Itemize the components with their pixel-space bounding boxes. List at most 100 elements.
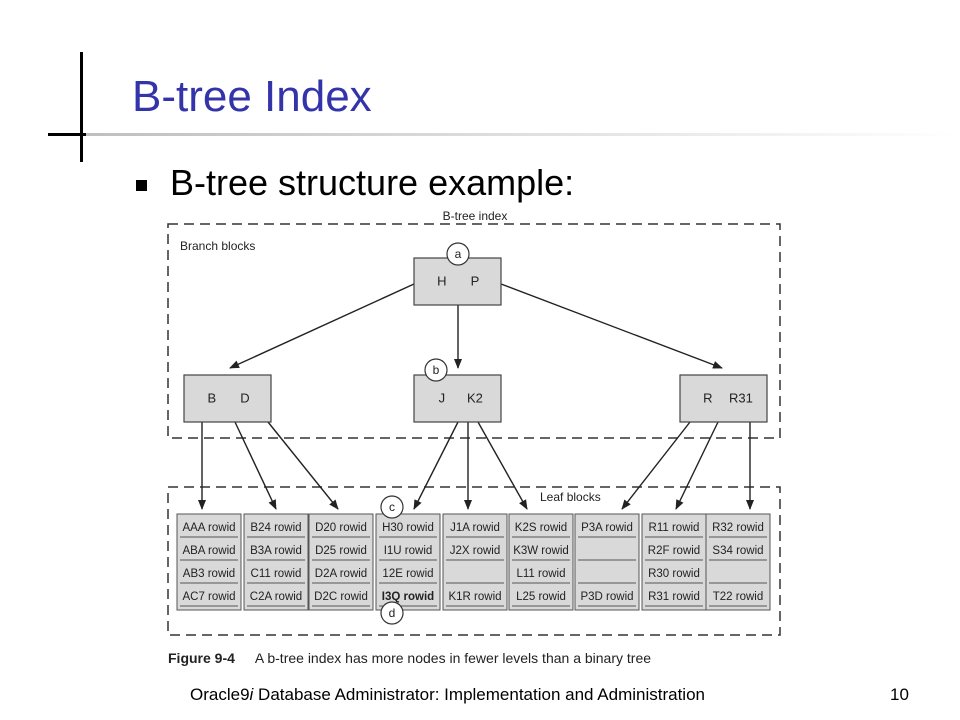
leaf-block-7-box [574, 513, 640, 611]
pointer-arrow [675, 421, 719, 510]
leaf-cell: T22 rowid [713, 591, 764, 603]
marker-b-label: b [433, 363, 440, 377]
leaf-cell: K2S rowid [515, 522, 567, 534]
root-node-key-1: H [437, 274, 446, 289]
marker-c-label: c [389, 500, 395, 514]
leaf-cell: R11 rowid [649, 522, 700, 534]
leaf-block-1-box [176, 513, 242, 611]
footer-prefix: Oracle9 [190, 685, 250, 704]
leaf-cell: C11 rowid [251, 568, 302, 580]
pointer-arrow [267, 421, 339, 510]
title-underline [86, 133, 960, 136]
bullet-text: B-tree structure example: [170, 162, 575, 203]
marker-c-circle [380, 495, 404, 519]
pointer-arrow [229, 283, 415, 369]
figure-heading: B-tree index [443, 209, 508, 223]
marker-a-label: a [455, 247, 462, 261]
figure-caption: Figure 9-4 A b-tree index has more nodes … [168, 650, 651, 666]
leaf-cell: ABA rowid [182, 545, 235, 557]
leaf-cell: B3A rowid [250, 545, 302, 557]
marker-c: c [380, 495, 404, 519]
leaf-cell: P3D rowid [580, 591, 633, 603]
leaf-cell: B24 rowid [250, 522, 301, 534]
leaf-cell: I1U rowid [384, 545, 433, 557]
pointer-arrow [413, 421, 459, 510]
decor-vertical-line [80, 52, 83, 162]
branch-node-3-key-2: R31 [729, 391, 753, 406]
leaf-cell: D25 rowid [315, 545, 367, 557]
caption-text: A b-tree index has more nodes in fewer l… [254, 650, 652, 666]
pointer-arrow [234, 421, 277, 510]
leaf-cell: K1R rowid [448, 591, 501, 603]
leaf-cell: R30 rowid [648, 568, 700, 580]
marker-b-circle [424, 358, 448, 382]
leaf-cell: D2C rowid [314, 591, 368, 603]
pointer-arrow [477, 421, 528, 510]
marker-a: a [446, 242, 470, 266]
leaf-cell: K3W rowid [513, 545, 569, 557]
decor-horizontal-tick [48, 133, 86, 136]
leaf-block-9-box [705, 513, 771, 611]
leaf-cell: P3A rowid [581, 522, 633, 534]
branch-blocks-label: Branch blocks [180, 239, 255, 253]
branch-node-3: R R31 [679, 374, 768, 423]
footer-text: Oracle9i Database Administrator: Impleme… [190, 685, 705, 705]
page-number: 10 [890, 685, 909, 704]
leaf-blocks-region [167, 486, 781, 636]
marker-d: d [380, 601, 404, 625]
leaf-block-3-box [308, 513, 374, 611]
branch-blocks-region [167, 223, 781, 439]
root-node-key-2: P [471, 274, 480, 289]
leaf-block-4-box [375, 513, 441, 611]
leaf-cell: R32 rowid [712, 522, 764, 534]
bullet-marker [136, 180, 147, 191]
branch-node-3-box [679, 374, 768, 423]
leaf-block-2-box [243, 513, 309, 611]
branch-node-3-key-1: R [703, 391, 712, 406]
leaf-cell: H30 rowid [382, 522, 434, 534]
footer-italic: i [249, 685, 254, 704]
branch-node-1-key-2: D [240, 391, 249, 406]
leaf-cell: I3Q rowid [382, 591, 434, 603]
leaf-cell: AAA rowid [182, 522, 235, 534]
caption-label: Figure 9-4 [168, 650, 235, 666]
leaf-cell: J1A rowid [450, 522, 500, 534]
root-node-box [413, 257, 502, 306]
pointer-arrow [500, 283, 723, 369]
branch-node-2-key-1: J [439, 391, 446, 406]
branch-node-1-key-1: B [208, 391, 217, 406]
branch-node-2-box [413, 374, 502, 423]
leaf-blocks-label: Leaf blocks [540, 490, 601, 504]
leaf-cell: C2A rowid [250, 591, 302, 603]
leaf-cell: AC7 rowid [182, 591, 235, 603]
leaf-cell: D20 rowid [315, 522, 367, 534]
leaf-cell: D2A rowid [315, 568, 367, 580]
marker-d-circle [380, 601, 404, 625]
branch-node-2: J K2 [413, 374, 502, 423]
leaf-cell: AB3 rowid [183, 568, 235, 580]
leaf-block-6-box [508, 513, 574, 611]
leaf-cell: 12E rowid [382, 568, 433, 580]
footer-suffix: Database Administrator: Implementation a… [253, 685, 705, 704]
leaf-cell: S34 rowid [712, 545, 763, 557]
marker-a-circle [446, 242, 470, 266]
pointer-arrow [621, 421, 691, 510]
leaf-cell: L11 rowid [516, 568, 565, 580]
leaf-block-8-box [641, 513, 707, 611]
leaf-cell: J2X rowid [450, 545, 501, 557]
marker-d-label: d [389, 606, 396, 620]
leaf-cell: R2F rowid [648, 545, 700, 557]
branch-node-2-key-2: K2 [467, 391, 483, 406]
